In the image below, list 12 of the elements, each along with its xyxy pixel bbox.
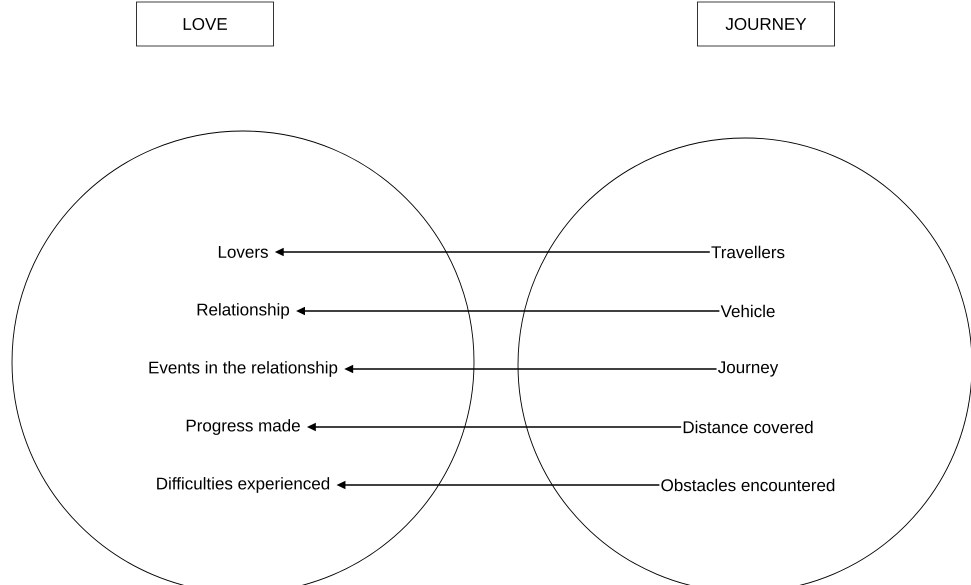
concept-label: Relationship — [198, 303, 290, 319]
concept-label: Obstacles encountered — [661, 478, 834, 492]
concept-label: Difficulties experienced — [157, 477, 330, 493]
concept-label: Events in the relationship — [149, 361, 338, 377]
concept-label: Journey — [718, 361, 778, 377]
concept-label: Lovers — [218, 246, 268, 258]
concept-label: Distance covered — [684, 420, 813, 434]
concept-label: Progress made — [186, 419, 300, 435]
title-box: JOURNEY — [697, 2, 835, 46]
concept-label: Travellers — [711, 246, 784, 258]
concept-label: Vehicle — [720, 304, 775, 318]
title-box: LOVE — [136, 2, 274, 46]
